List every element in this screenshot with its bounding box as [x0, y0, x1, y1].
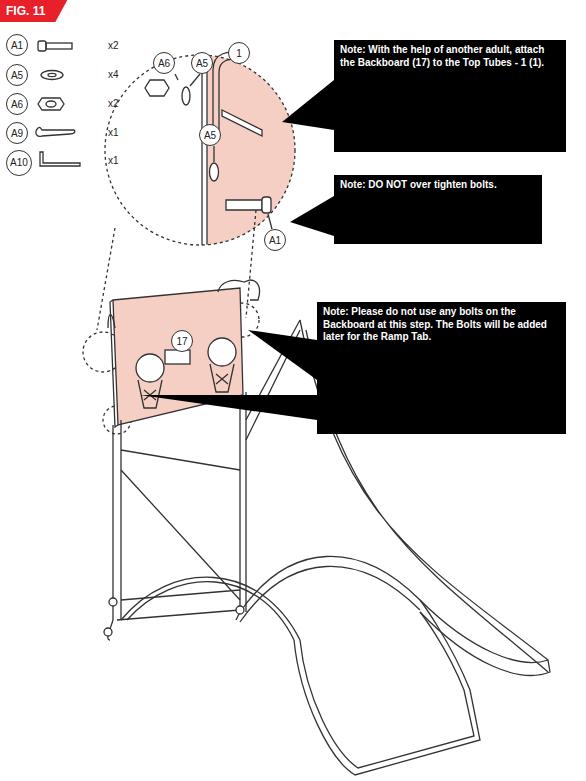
note-text: Note: With the help of another adult, at… [340, 44, 560, 69]
callout-number: 1 [236, 48, 242, 59]
callout-circle: A5 [6, 64, 28, 86]
note-box: Note: Please do not use any bolts on the… [317, 302, 566, 434]
callout-circle: 17 [171, 330, 193, 352]
note-pointers [140, 80, 334, 420]
callout-number: A9 [11, 128, 23, 139]
callout-number: A5 [204, 130, 216, 141]
quantity-label: x2 [108, 40, 119, 51]
quantity-label: x4 [108, 69, 119, 80]
quantity-label: x1 [108, 127, 119, 138]
callout-number: A5 [196, 58, 208, 69]
callout-number: A6 [158, 58, 170, 69]
callout-circle: A5 [191, 52, 213, 74]
note-box: Note: With the help of another adult, at… [334, 40, 566, 152]
note-text: Note: DO NOT over tighten bolts. [340, 179, 536, 192]
hex-key-icon [40, 152, 80, 166]
callout-circle: A1 [6, 34, 28, 56]
callout-number: A5 [11, 70, 23, 81]
figure-title: FIG. 11 [0, 0, 67, 22]
callout-circle: 1 [228, 42, 250, 64]
bolt-icon [38, 41, 72, 51]
note-box: Note: DO NOT over tighten bolts. [334, 175, 542, 244]
quantity-label: x1 [108, 155, 119, 166]
callout-number: A6 [11, 99, 23, 110]
callout-circle: A1 [264, 229, 286, 251]
nut-icon [38, 98, 64, 110]
washer-icon [41, 71, 63, 80]
callout-number: 17 [176, 336, 187, 347]
callout-circle: A9 [6, 122, 28, 144]
callout-circle: A6 [153, 52, 175, 74]
callout-number: A1 [11, 40, 23, 51]
callout-number: A10 [10, 157, 28, 168]
wrench-icon [36, 127, 75, 136]
quantity-label: x2 [108, 98, 119, 109]
callout-number: A1 [269, 235, 281, 246]
callout-circle: A5 [199, 124, 221, 146]
note-text: Note: Please do not use any bolts on the… [323, 306, 560, 344]
callout-circle: A6 [6, 93, 28, 115]
callout-circle: A10 [6, 150, 32, 176]
